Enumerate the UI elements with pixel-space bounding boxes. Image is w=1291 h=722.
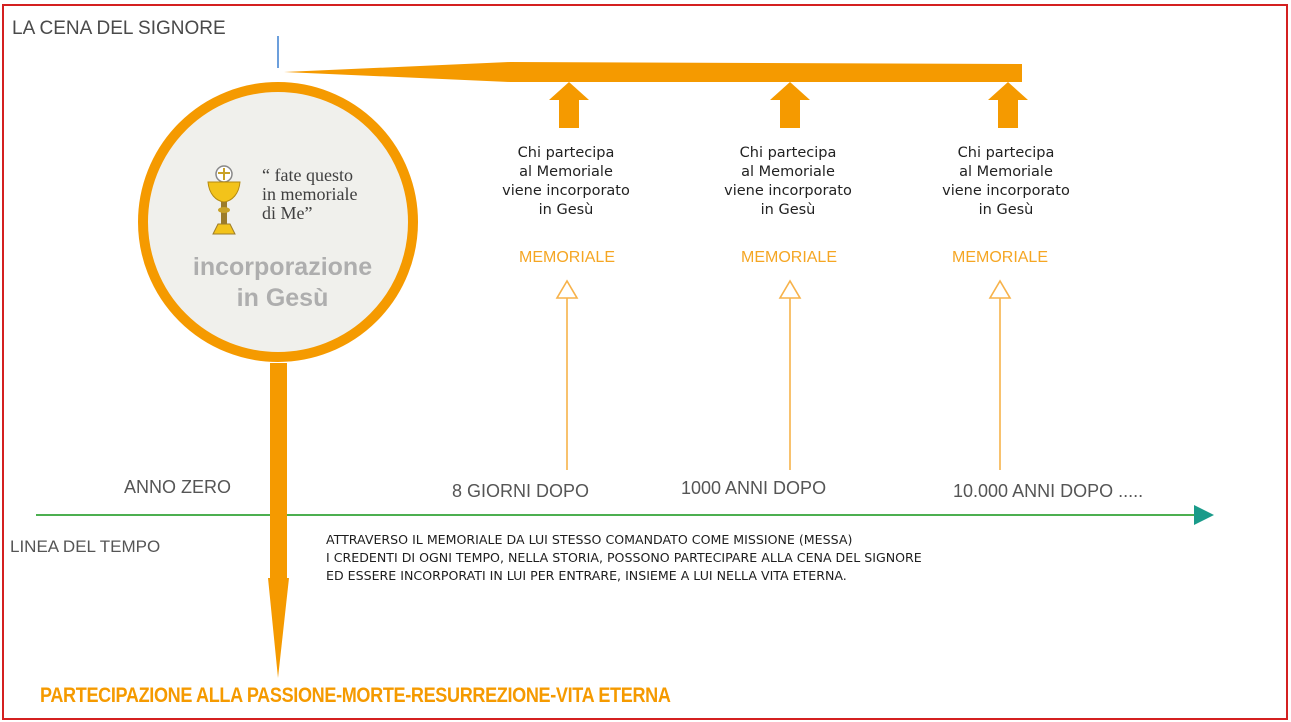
circle-label-line: incorporazione [192, 253, 373, 281]
memorial-text-line: viene incorporato [502, 183, 630, 199]
memorial-thin-arrow-3 [988, 279, 1012, 470]
diagram-frame [2, 4, 1288, 720]
timeline-label: LINEA DEL TEMPO [10, 537, 161, 556]
circle-quote: “ fate questo in memoriale di Me” [262, 166, 402, 223]
explanation-line: ED ESSERE INCORPORATI IN LUI PER ENTRARE… [326, 568, 847, 583]
incorporation-circle [138, 82, 418, 362]
memorial-label-2: MEMORIALE [740, 249, 837, 266]
memorial-text-line: Chi partecipa [957, 145, 1055, 161]
memorial-text-line: Chi partecipa [517, 145, 615, 161]
chalice-icon [207, 165, 241, 235]
memorial-text-line: in Gesù [978, 202, 1034, 218]
up-arrow-2 [770, 82, 810, 128]
up-arrow-3 [988, 82, 1028, 128]
timeline-arrow [36, 505, 1214, 525]
memorial-text-line: in Gesù [760, 202, 816, 218]
up-arrow-1 [549, 82, 589, 128]
explanation-line: ATTRAVERSO IL MEMORIALE DA LUI STESSO CO… [326, 532, 853, 547]
circle-label-line: in Gesù [236, 284, 329, 312]
time-label-3: 10.000 ANNI DOPO ..... [953, 481, 1144, 501]
memorial-text-line: al Memoriale [741, 164, 835, 180]
time-label-anno-zero: ANNO ZERO [124, 477, 232, 497]
memorial-bar [284, 62, 1022, 82]
circle-quote-line: di Me” [262, 203, 313, 223]
bottom-title: PARTECIPAZIONE ALLA PASSIONE-MORTE-RESUR… [40, 684, 671, 707]
circle-quote-line: “ fate questo [262, 165, 353, 185]
memorial-text-line: Chi partecipa [739, 145, 837, 161]
time-label-1: 8 GIORNI DOPO [452, 481, 590, 501]
memorial-text-3: Chi partecipa al Memoriale viene incorpo… [921, 144, 1091, 220]
memorial-text-line: in Gesù [538, 202, 594, 218]
memorial-label-1: MEMORIALE [518, 249, 615, 266]
eternal-life-arrow [268, 363, 289, 678]
memorial-text-line: al Memoriale [959, 164, 1053, 180]
memorial-text-1: Chi partecipa al Memoriale viene incorpo… [481, 144, 651, 220]
circle-quote-line: in memoriale [262, 184, 358, 204]
page-title: LA CENA DEL SIGNORE [12, 18, 226, 39]
memorial-label-3: MEMORIALE [951, 249, 1048, 266]
time-label-2: 1000 ANNI DOPO [681, 478, 827, 498]
memorial-text-2: Chi partecipa al Memoriale viene incorpo… [703, 144, 873, 220]
memorial-thin-arrow-2 [778, 279, 802, 470]
explanation-line: I CREDENTI DI OGNI TEMPO, NELLA STORIA, … [326, 550, 922, 565]
memorial-text-line: al Memoriale [519, 164, 613, 180]
timeline-explanation: ATTRAVERSO IL MEMORIALE DA LUI STESSO CO… [326, 531, 922, 585]
memorial-text-line: viene incorporato [942, 183, 1070, 199]
memorial-text-line: viene incorporato [724, 183, 852, 199]
circle-label: incorporazione in Gesù [150, 252, 415, 314]
memorial-thin-arrow-1 [555, 279, 579, 470]
